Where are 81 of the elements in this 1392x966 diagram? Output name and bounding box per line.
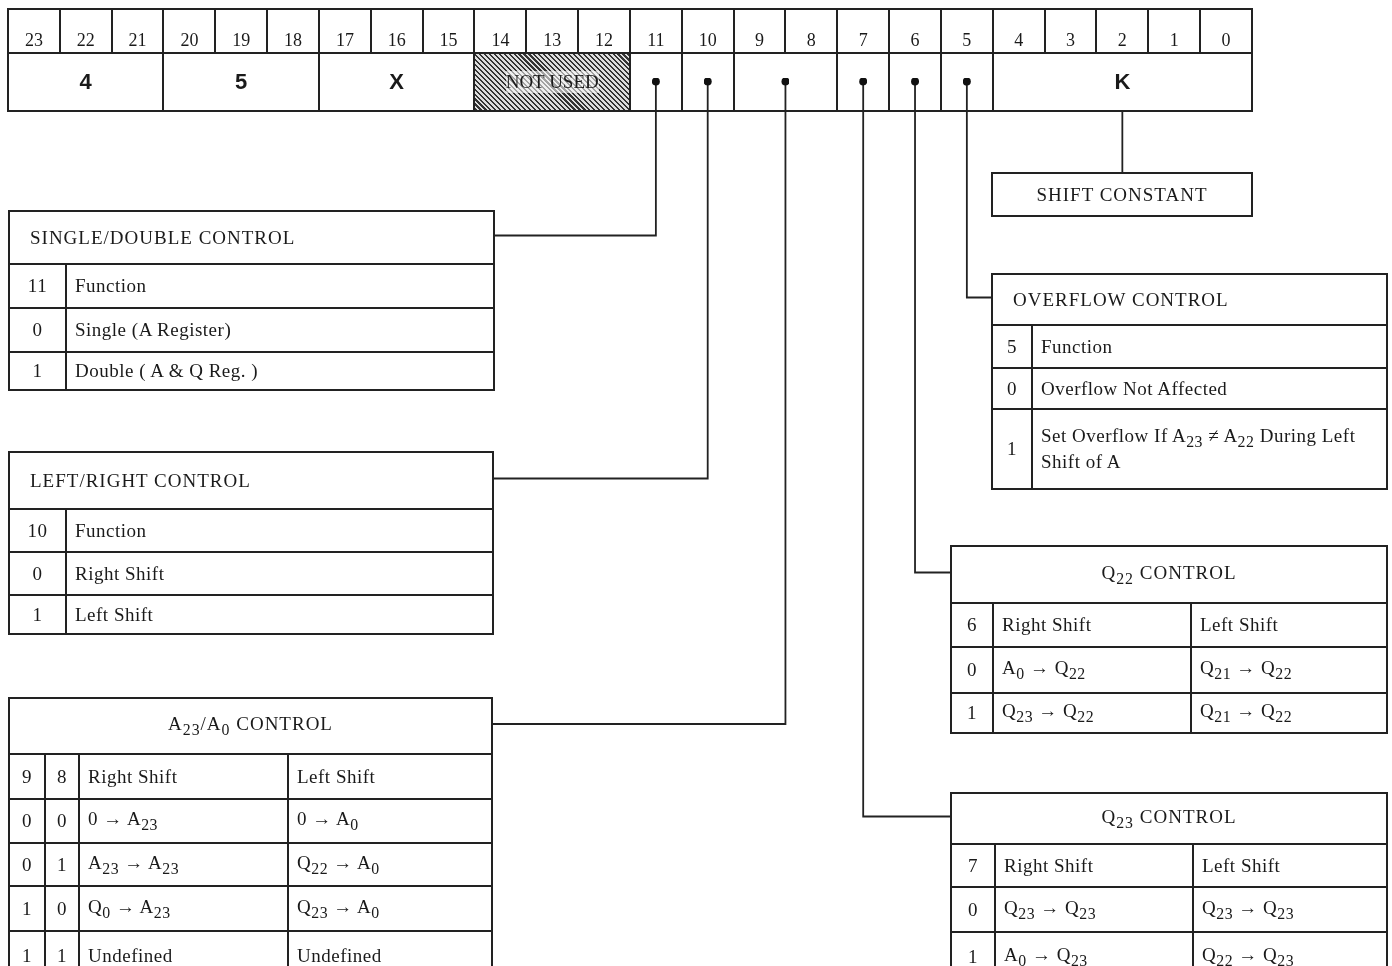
leader-line: [859, 77, 951, 818]
unused-field: NOT USED: [473, 52, 631, 112]
table-entry: Right Shift: [80, 755, 287, 798]
bit-value: 0: [993, 369, 1031, 408]
bit-value: 0: [952, 888, 994, 931]
leader-line: [911, 77, 951, 574]
table-entry: A$_{0}$ → Q$_{23}$: [996, 933, 1192, 966]
control-table: [950, 792, 1388, 966]
table-entry: Function: [1033, 326, 1386, 367]
bit-value: 7: [952, 845, 994, 886]
table-entry: Right Shift: [994, 604, 1190, 646]
table-entry: Q$_{23}$ → Q$_{22}$: [994, 694, 1190, 732]
table-title: SINGLE/DOUBLE CONTROL: [10, 212, 493, 263]
leader-line: [493, 77, 712, 480]
table-title: A$_{23}$/A$_{0}$ CONTROL: [10, 699, 491, 753]
bit-value: 1: [993, 410, 1031, 488]
table-entry: Function: [67, 510, 492, 551]
control-table: [8, 210, 495, 391]
bit-value: 1: [10, 887, 44, 930]
field-name-box: SHIFT CONSTANT: [991, 172, 1253, 217]
table-title: OVERFLOW CONTROL: [993, 275, 1386, 324]
table-entry: 0 → A$_{0}$: [289, 800, 491, 842]
table-entry: Left Shift: [289, 755, 491, 798]
leader-line: [1121, 110, 1124, 173]
table-entry: Q$_{22}$ → Q$_{23}$: [1194, 933, 1386, 966]
leader-line: [962, 77, 992, 299]
table-entry: Overflow Not Affected: [1033, 369, 1386, 408]
table-entry: Q$_{23}$ → A$_{0}$: [289, 887, 491, 930]
table-entry: Right Shift: [996, 845, 1192, 886]
table-entry: Function: [67, 265, 493, 307]
table-title: Q$_{23}$ CONTROL: [952, 794, 1386, 843]
table-entry: Left Shift: [1194, 845, 1386, 886]
bit-value: 0: [952, 648, 992, 692]
bit-value: 1: [10, 596, 65, 633]
table-title: LEFT/RIGHT CONTROL: [10, 453, 492, 508]
table-entry: Double ( A & Q Reg. ): [67, 353, 493, 389]
bit-value: 1: [952, 694, 992, 732]
bit-value: 1: [46, 844, 78, 885]
bit-number: 23: [7, 8, 61, 54]
control-table: [950, 545, 1388, 734]
table-entry: Single (A Register): [67, 309, 493, 351]
bit-number: 0: [1199, 8, 1253, 54]
bit-value: 1: [10, 932, 44, 966]
bit-value: 8: [46, 755, 78, 798]
bit-value: 10: [10, 510, 65, 551]
table-entry: Q$_{0}$ → A$_{23}$: [80, 887, 287, 930]
leader-line: [494, 77, 660, 237]
control-table: [8, 697, 493, 966]
table-entry: A$_{23}$ → A$_{23}$: [80, 844, 287, 885]
control-table: [8, 451, 494, 635]
instruction-field: K: [991, 52, 1253, 112]
table-entry: Left Shift: [1192, 604, 1386, 646]
bit-value: 0: [10, 800, 44, 842]
table-entry: Undefined: [289, 932, 491, 966]
table-entry: Q$_{21}$ → Q$_{22}$: [1192, 694, 1386, 732]
table-entry: Right Shift: [67, 553, 492, 594]
bit-value: 1: [952, 933, 994, 966]
leader-line: [492, 77, 790, 725]
table-title: Q$_{22}$ CONTROL: [952, 547, 1386, 602]
bit-value: 0: [10, 309, 65, 351]
bit-value: 9: [10, 755, 44, 798]
table-entry: A$_{0}$ → Q$_{22}$: [994, 648, 1190, 692]
bit-value: 1: [46, 932, 78, 966]
bit-value: 0: [10, 553, 65, 594]
bit-value: 0: [10, 844, 44, 885]
table-entry: Left Shift: [67, 596, 492, 633]
table-entry: Q$_{23}$ → Q$_{23}$: [996, 888, 1192, 931]
bit-value: 6: [952, 604, 992, 646]
table-entry: 0 → A$_{23}$: [80, 800, 287, 842]
bit-value: 0: [46, 800, 78, 842]
table-entry: Undefined: [80, 932, 287, 966]
bit-value: 1: [10, 353, 65, 389]
control-table: [991, 273, 1388, 490]
instruction-field: 4: [7, 52, 165, 112]
bit-value: 5: [993, 326, 1031, 367]
bit-value: 11: [10, 265, 65, 307]
table-entry: Q$_{21}$ → Q$_{22}$: [1192, 648, 1386, 692]
table-entry: Q$_{23}$ → Q$_{23}$: [1194, 888, 1386, 931]
bit-value: 0: [46, 887, 78, 930]
table-entry: Q$_{22}$ → A$_{0}$: [289, 844, 491, 885]
table-entry: Set Overflow If A$_{23}$ ≠ A$_{22}$ During Left Shift of A: [1033, 410, 1386, 488]
